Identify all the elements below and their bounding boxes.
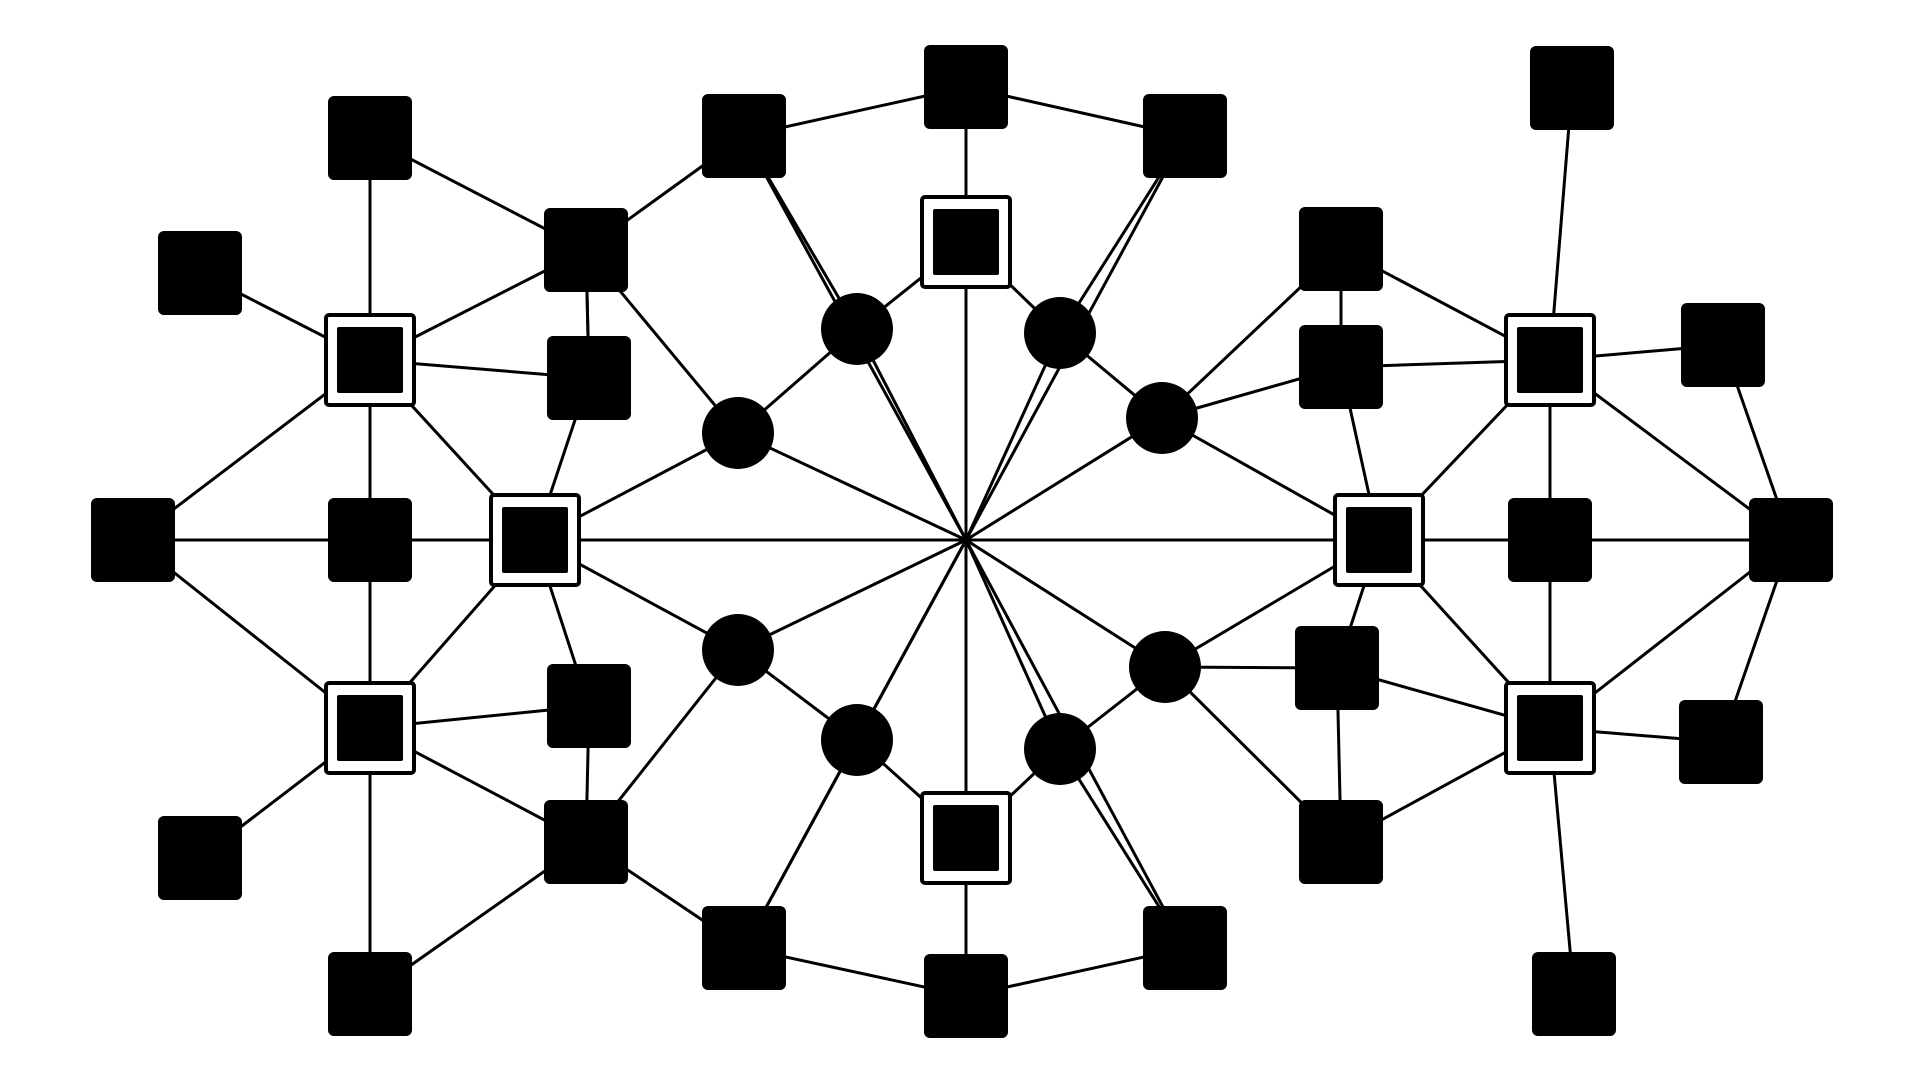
node-square-s_r_far	[1749, 498, 1833, 582]
square-node-shape	[91, 498, 175, 582]
square-node-shape	[1299, 800, 1383, 884]
circle-node-shape	[702, 614, 774, 686]
node-framed-f_ll	[324, 681, 416, 775]
square-node-shape	[158, 231, 242, 315]
node-square-s_t2	[924, 45, 1008, 129]
node-framed-f_ur	[1504, 313, 1596, 407]
node-circle-c3	[1024, 297, 1096, 369]
node-framed-f_bc	[920, 791, 1012, 885]
node-framed-f_tc	[920, 195, 1012, 289]
node-square-s_l_md	[544, 800, 628, 884]
square-node-shape	[328, 96, 412, 180]
square-node-shape	[547, 664, 631, 748]
node-square-s_l_su	[547, 336, 631, 420]
node-circle-c6	[1024, 713, 1096, 785]
node-square-s_l_bl	[158, 816, 242, 900]
node-square-s_l_ms	[328, 498, 412, 582]
framed-node-core	[337, 695, 403, 761]
square-node-shape	[702, 906, 786, 990]
edge-hub-c1	[736, 431, 968, 542]
node-framed-f_ul	[324, 313, 416, 407]
node-circle-c4	[1126, 382, 1198, 454]
square-node-shape	[1532, 952, 1616, 1036]
edge-hub-c2	[855, 327, 968, 542]
edge-hub-c5	[964, 538, 1167, 669]
node-square-s_r_ms	[1508, 498, 1592, 582]
node-framed-f_rc	[1333, 493, 1425, 587]
square-node-shape	[1295, 626, 1379, 710]
square-node-shape	[158, 816, 242, 900]
node-framed-f_lr	[1504, 681, 1596, 775]
circle-node-shape	[1024, 297, 1096, 369]
node-square-s_b1	[702, 906, 786, 990]
node-square-s_l_bt	[328, 952, 412, 1036]
framed-node-core	[502, 507, 568, 573]
framed-node-core	[1346, 507, 1412, 573]
node-square-s_l_mu	[544, 208, 628, 292]
hub-point	[963, 537, 969, 543]
square-node-shape	[1143, 94, 1227, 178]
node-square-s_l_ml	[158, 231, 242, 315]
node-circle-c8	[821, 704, 893, 776]
node-square-s_l_far	[91, 498, 175, 582]
framed-node-core	[1517, 327, 1583, 393]
node-square-s_r_sd	[1295, 626, 1379, 710]
framed-node-core	[933, 209, 999, 275]
node-square-s_r_t2	[1299, 325, 1383, 409]
node-circle-c1	[702, 397, 774, 469]
node-hub-hub	[963, 537, 969, 543]
node-square-s_b2	[924, 954, 1008, 1038]
nodes-layer	[91, 45, 1833, 1038]
framed-node-core	[933, 805, 999, 871]
node-circle-c7	[702, 614, 774, 686]
node-framed-f_lc	[489, 493, 581, 587]
node-circle-c2	[821, 293, 893, 365]
edge-hub-c7	[736, 538, 968, 652]
edge-hub-c4	[964, 416, 1164, 542]
node-square-s_t1	[702, 94, 786, 178]
circle-node-shape	[702, 397, 774, 469]
edge-hub-c3	[964, 331, 1062, 542]
circle-node-shape	[1024, 713, 1096, 785]
square-node-shape	[328, 498, 412, 582]
square-node-shape	[544, 208, 628, 292]
node-square-s_b3	[1143, 906, 1227, 990]
circle-node-shape	[821, 704, 893, 776]
framed-node-core	[337, 327, 403, 393]
square-node-shape	[547, 336, 631, 420]
square-node-shape	[1681, 303, 1765, 387]
circle-node-shape	[1129, 631, 1201, 703]
square-node-shape	[544, 800, 628, 884]
node-square-s_t3	[1143, 94, 1227, 178]
node-square-s_r_br	[1679, 700, 1763, 784]
node-square-s_l_tl	[328, 96, 412, 180]
node-square-s_r_bt	[1532, 952, 1616, 1036]
node-square-s_r_tr	[1530, 46, 1614, 130]
node-circle-c5	[1129, 631, 1201, 703]
edge-hub-c8	[855, 538, 968, 742]
node-square-s_r_b1	[1299, 800, 1383, 884]
edge-hub-c6	[964, 538, 1062, 751]
square-node-shape	[1749, 498, 1833, 582]
circle-node-shape	[821, 293, 893, 365]
square-node-shape	[328, 952, 412, 1036]
square-node-shape	[1299, 207, 1383, 291]
square-node-shape	[924, 45, 1008, 129]
node-square-s_r_mr	[1681, 303, 1765, 387]
node-square-s_r_t1	[1299, 207, 1383, 291]
square-node-shape	[1530, 46, 1614, 130]
node-square-s_l_sd	[547, 664, 631, 748]
square-node-shape	[1679, 700, 1763, 784]
square-node-shape	[1143, 906, 1227, 990]
framed-node-core	[1517, 695, 1583, 761]
square-node-shape	[1508, 498, 1592, 582]
square-node-shape	[702, 94, 786, 178]
square-node-shape	[1299, 325, 1383, 409]
circle-node-shape	[1126, 382, 1198, 454]
square-node-shape	[924, 954, 1008, 1038]
